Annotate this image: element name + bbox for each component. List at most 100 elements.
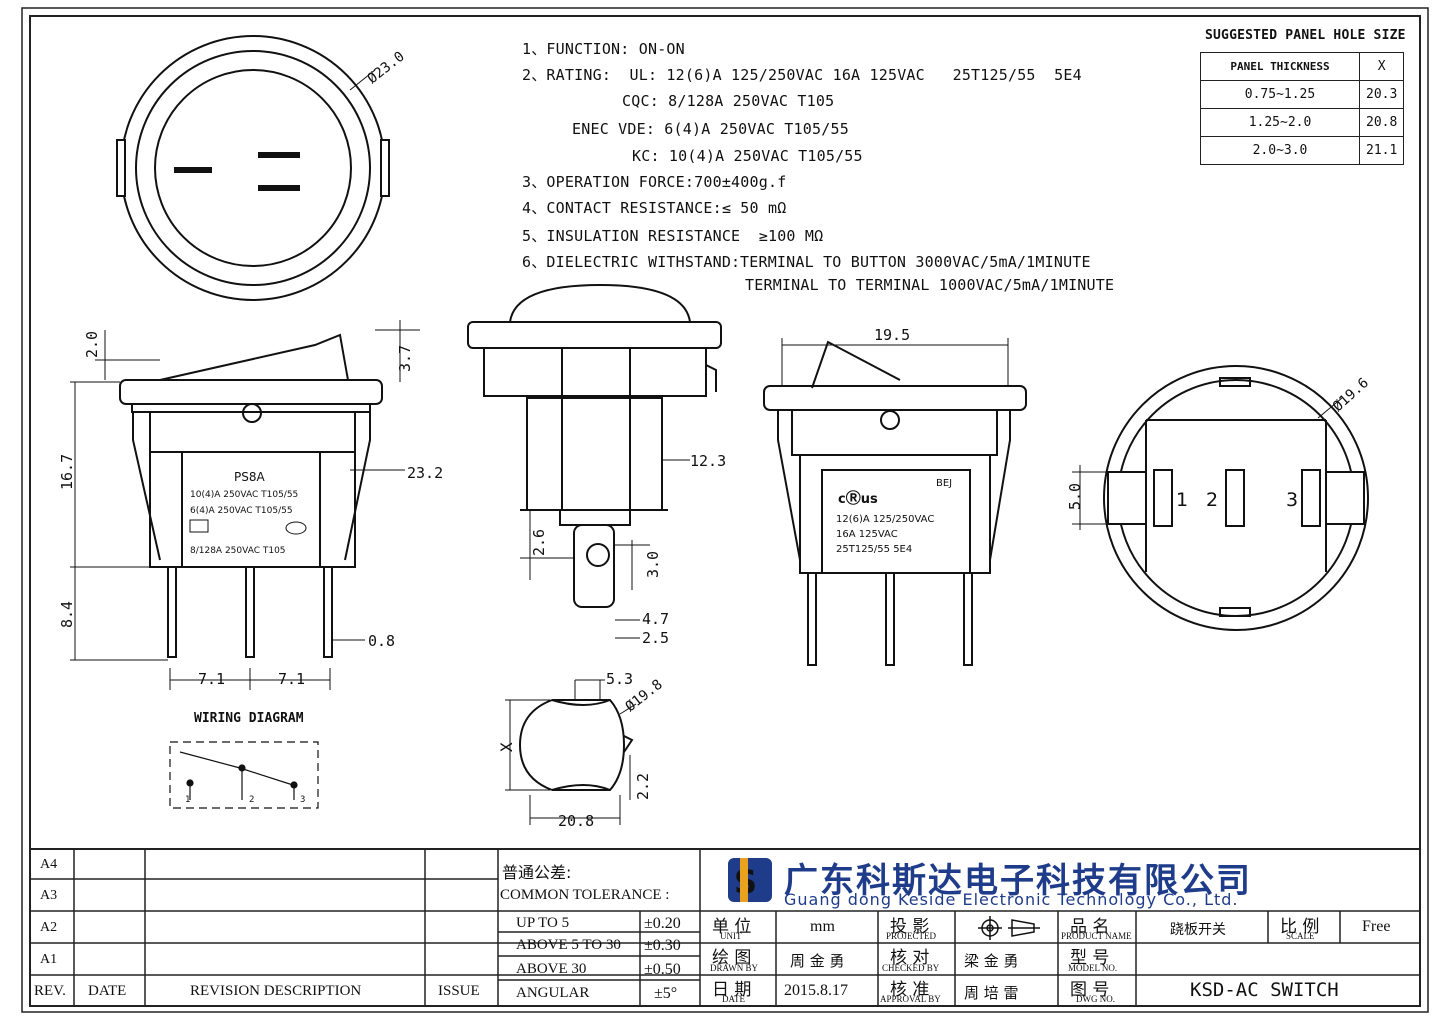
checked-by-en: CHECKED BY	[882, 963, 940, 973]
spec-rating-enec: ENEC VDE: 6(4)A 250VAC T105/55	[572, 120, 849, 138]
product-name-value: 跷板开关	[1170, 922, 1226, 938]
rear-label: BEJ cⓇus 12(6)A 125/250VAC 16A 125VAC 25…	[836, 478, 952, 555]
product-name-cn: 品 名	[1070, 917, 1110, 937]
tol-range-4: ANGULAR	[516, 985, 590, 1001]
rev-a3: A3	[40, 888, 58, 903]
header-x: X	[1358, 52, 1405, 81]
tolerance-en: COMMON TOLERANCE :	[500, 887, 670, 903]
cell: 0.75~1.25	[1200, 80, 1360, 109]
cell: 1.25~2.0	[1200, 108, 1360, 137]
dim-d208: 20.8	[558, 812, 594, 830]
dim-d25: 2.5	[642, 629, 669, 647]
front-view	[119, 333, 383, 658]
panel-hole-dims	[505, 679, 637, 825]
spec-function: 1、FUNCTION: ON-ON	[522, 40, 685, 58]
tol-range-1: UP TO 5	[516, 915, 570, 931]
terminal-2: 2	[1206, 489, 1218, 511]
dim-d167: 16.7	[58, 454, 76, 490]
tol-range-3: ABOVE 30	[516, 961, 587, 977]
side-dims	[520, 459, 690, 639]
panel-hole-view	[518, 699, 634, 791]
product-name-en: PRODUCT NAME	[1061, 931, 1132, 941]
dim-d37: 3.7	[396, 345, 414, 372]
dim-d23: Ø23.0	[365, 49, 408, 88]
tol-value-2: ±0.30	[644, 937, 681, 954]
front-label-line2: 6(4)A 250VAC T105/55	[190, 506, 293, 516]
wiring-t1: 1	[185, 795, 190, 805]
bottom-dims	[1072, 397, 1343, 530]
projection-symbol	[978, 916, 1040, 940]
tol-value-1: ±0.20	[644, 915, 681, 932]
spec-operation-force: 3、OPERATION FORCE:700±400g.f	[522, 173, 787, 191]
scale-cn: 比 例	[1280, 917, 1320, 937]
approval-by-value: 周 培 雷	[964, 984, 1019, 1002]
header-thickness: PANEL THICKNESS	[1200, 52, 1360, 81]
cell: 2.0~3.0	[1200, 136, 1360, 165]
table-row: 2.0~3.0 21.1	[1200, 136, 1405, 165]
cell: 20.3	[1358, 80, 1405, 109]
dim-d84: 8.4	[58, 601, 76, 628]
drawn-by-en: DRAWN BY	[710, 963, 759, 973]
checked-by-cn: 核 对	[890, 948, 930, 968]
approval-by-en: APPROVAL BY	[880, 994, 941, 1004]
model-no-en: MODEL NO.	[1068, 963, 1118, 973]
dim-d22: 2.2	[634, 773, 652, 800]
spec-dielectric-2: TERMINAL TO TERMINAL 1000VAC/5mA/1MINUTE	[745, 276, 1115, 294]
side-view	[467, 283, 722, 608]
cell: 21.1	[1358, 136, 1405, 165]
front-label-model: PS8A	[234, 470, 265, 484]
rev-header-description: REVISION DESCRIPTION	[190, 983, 362, 999]
dim-d30: 3.0	[644, 551, 662, 578]
rev-header-rev: REV.	[34, 983, 66, 999]
dim-dx: X	[497, 742, 516, 752]
dim-d196: Ø19.6	[1330, 375, 1372, 415]
dim-d232: 23.2	[407, 464, 443, 482]
dim-d47: 4.7	[642, 610, 669, 628]
approval-by-cn: 核 准	[890, 980, 930, 1000]
dwg-no-value: KSD-AC SWITCH	[1190, 979, 1339, 1001]
projected-cn: 投 影	[890, 917, 930, 937]
spec-dielectric-label: 6、DIELECTRIC WITHSTAND:	[522, 253, 741, 271]
tol-value-3: ±0.50	[644, 961, 681, 978]
drawn-by-value: 周 金 勇	[790, 952, 845, 970]
rear-label-bej: BEJ	[936, 478, 952, 489]
table-row: PANEL THICKNESS X	[1200, 52, 1405, 81]
terminal-1: 1	[1176, 489, 1188, 511]
dwg-no-cn: 图 号	[1070, 980, 1110, 1000]
rear-label-line2: 16A 125VAC	[836, 529, 898, 540]
dim-d71b: 7.1	[278, 670, 305, 688]
terminal-3: 3	[1286, 489, 1298, 511]
date-en: DATE	[722, 994, 745, 1004]
rev-a2: A2	[40, 920, 58, 935]
title-block-grid	[30, 848, 1420, 1007]
scale-en: SCALE	[1286, 931, 1315, 941]
spec-rating-kc: KC: 10(4)A 250VAC T105/55	[632, 147, 863, 165]
rear-view	[763, 340, 1027, 666]
dwg-no-en: DWG NO.	[1076, 994, 1115, 1004]
model-no-cn: 型 号	[1070, 948, 1110, 968]
outer-border	[21, 7, 1429, 1013]
spec-rating-ul: 2、RATING: UL: 12(6)A 125/250VAC 16A 125V…	[522, 66, 1082, 84]
rev-header-date: DATE	[88, 983, 127, 999]
dim-d123: 12.3	[690, 452, 726, 470]
tol-range-2: ABOVE 5 TO 30	[516, 937, 621, 953]
drawn-by-cn: 绘 图	[712, 948, 752, 968]
dim-d26: 2.6	[530, 529, 548, 556]
top-view	[116, 35, 390, 301]
rev-a4: A4	[40, 857, 58, 872]
front-dims	[70, 320, 420, 690]
panel-hole-table: PANEL THICKNESS X 0.75~1.25 20.3 1.25~2.…	[1200, 52, 1405, 165]
dim-d08: 0.8	[368, 632, 395, 650]
spec-rating-cqc: CQC: 8/128A 250VAC T105	[622, 92, 835, 110]
wiring-t2: 2	[249, 795, 254, 805]
rear-label-line1: 12(6)A 125/250VAC	[836, 514, 934, 525]
rear-label-ul-mark: cⓇus	[838, 489, 878, 507]
tolerance-cn: 普通公差:	[502, 863, 572, 882]
dim-d195: 19.5	[874, 326, 910, 344]
date-cn: 日 期	[712, 980, 752, 1000]
spec-dielectric-1: TERMINAL TO BUTTON 3000VAC/5mA/1MINUTE	[740, 253, 1091, 271]
rev-header-issue: ISSUE	[438, 983, 480, 999]
table-row: 0.75~1.25 20.3	[1200, 80, 1405, 109]
rev-a1: A1	[40, 952, 58, 967]
